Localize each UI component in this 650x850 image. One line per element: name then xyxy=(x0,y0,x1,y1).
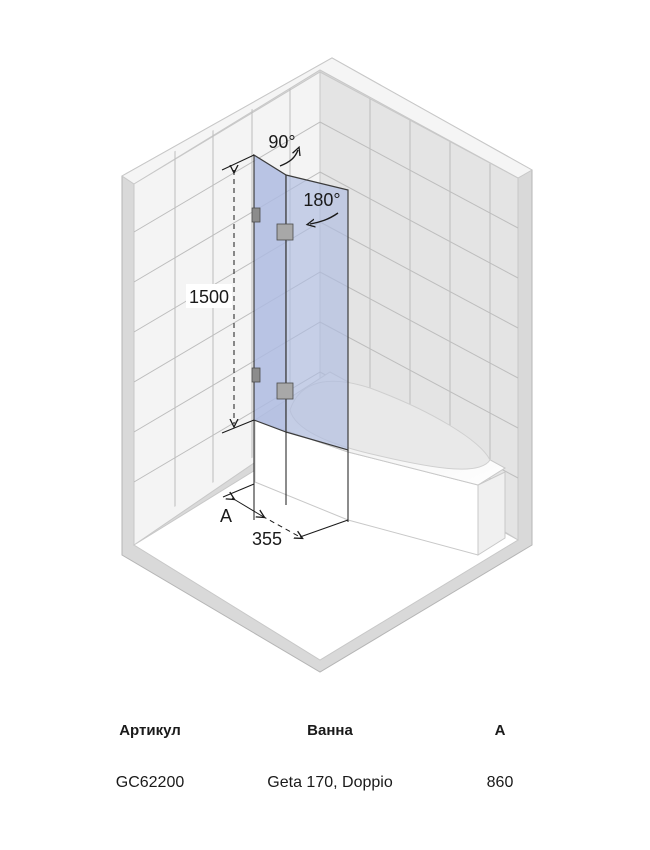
header-article: Артикул xyxy=(119,722,181,739)
floor-dimensions xyxy=(222,420,349,537)
bathroom-isometric-diagram: 1500 A 355 90° 180° xyxy=(121,57,534,673)
value-bathtub: Geta 170, Doppio xyxy=(267,774,393,791)
table-row: GC62200 Geta 170, Doppio 860 xyxy=(0,774,650,804)
hinge-upper-mid xyxy=(276,223,294,241)
table-header-row: Артикул Ванна A xyxy=(0,722,650,752)
angle-180-label: 180° xyxy=(303,190,340,210)
a-label: A xyxy=(220,506,232,526)
swing-arrow-180 xyxy=(310,212,339,224)
hinge-upper-wall xyxy=(251,207,261,223)
height-dimension xyxy=(221,154,255,434)
hinge-lower-mid xyxy=(276,382,294,400)
depth-label: 355 xyxy=(252,529,282,549)
hinge-lower-wall xyxy=(251,367,261,383)
swing-arrow-90 xyxy=(279,150,298,167)
height-label: 1500 xyxy=(189,287,229,307)
header-a: A xyxy=(494,722,506,739)
spec-table: Артикул Ванна A GC62200 Geta 170, Doppio… xyxy=(0,722,650,804)
glass-panel-swing xyxy=(285,174,349,451)
angle-90-label: 90° xyxy=(268,132,295,152)
value-article: GC62200 xyxy=(115,774,185,791)
value-a: 860 xyxy=(486,774,514,791)
header-bathtub: Ванна xyxy=(307,722,353,739)
